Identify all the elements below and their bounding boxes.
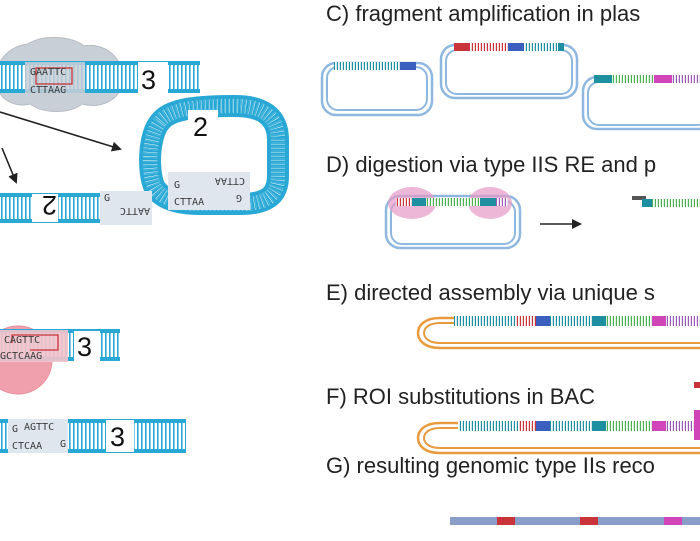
type-iis-recognition-box [11, 334, 59, 351]
panel-c-plasmid-3 [581, 75, 700, 131]
arrow-to-ring [0, 111, 122, 152]
type-iis-cut-g-bottom: G [60, 439, 66, 450]
panel-c-title: C) fragment amplification in plas [326, 1, 640, 26]
fragment-number-2-flipped: 2 [42, 190, 57, 220]
panel-d-title: D) digestion via type IIS RE and p [326, 152, 656, 177]
panel-g-genome-bar [450, 517, 700, 525]
linear-sticky-g: G [104, 193, 110, 204]
panel-c-plasmid-2 [439, 43, 579, 100]
fragment-number-2-ring: 2 [193, 112, 208, 142]
ring-sticky-top-rotated: CTTAA [215, 175, 245, 186]
fragment-number-3-row3: 3 [110, 422, 125, 452]
panel-e-bac [416, 316, 700, 350]
panel-e-title: E) directed assembly via unique s [326, 280, 655, 305]
dna-type-iis-cut-left [0, 419, 8, 453]
panel-d-plasmid [384, 187, 522, 250]
panel-g-title: G) resulting genomic type IIs reco [326, 453, 655, 478]
arrow-to-linear [1, 147, 18, 184]
ecori-site-bottom: CTTAAG [30, 85, 66, 96]
fragment-number-3-row1: 3 [141, 65, 156, 95]
linear-sticky-rotated: AATTC [120, 205, 150, 216]
type-iis-cut-g-top: G [12, 424, 18, 435]
ecori-site-top: GAATTC [30, 67, 66, 78]
circular-fragment-ring [139, 94, 289, 215]
panel-f-bac [416, 382, 700, 455]
fragment-number-3-row2: 3 [77, 332, 92, 362]
ecori-recognition-box [35, 67, 73, 85]
ring-sticky-bottom: CTTAA [174, 197, 204, 208]
panel-d-fragment [632, 196, 700, 207]
type-iis-site-bottom: GCTCAAG [0, 351, 42, 362]
ring-sticky-right-g: G [236, 192, 242, 203]
panel-c-plasmid-1 [320, 61, 434, 117]
type-iis-cut-bottom: CTCAA [12, 441, 42, 452]
ring-sticky-left-g: G [174, 180, 180, 191]
panel-f-title: F) ROI substitutions in BAC [326, 384, 595, 409]
type-iis-site-top: CAGTTC [4, 335, 40, 346]
type-iis-cut-sticky-top: AGTTC [24, 422, 54, 433]
